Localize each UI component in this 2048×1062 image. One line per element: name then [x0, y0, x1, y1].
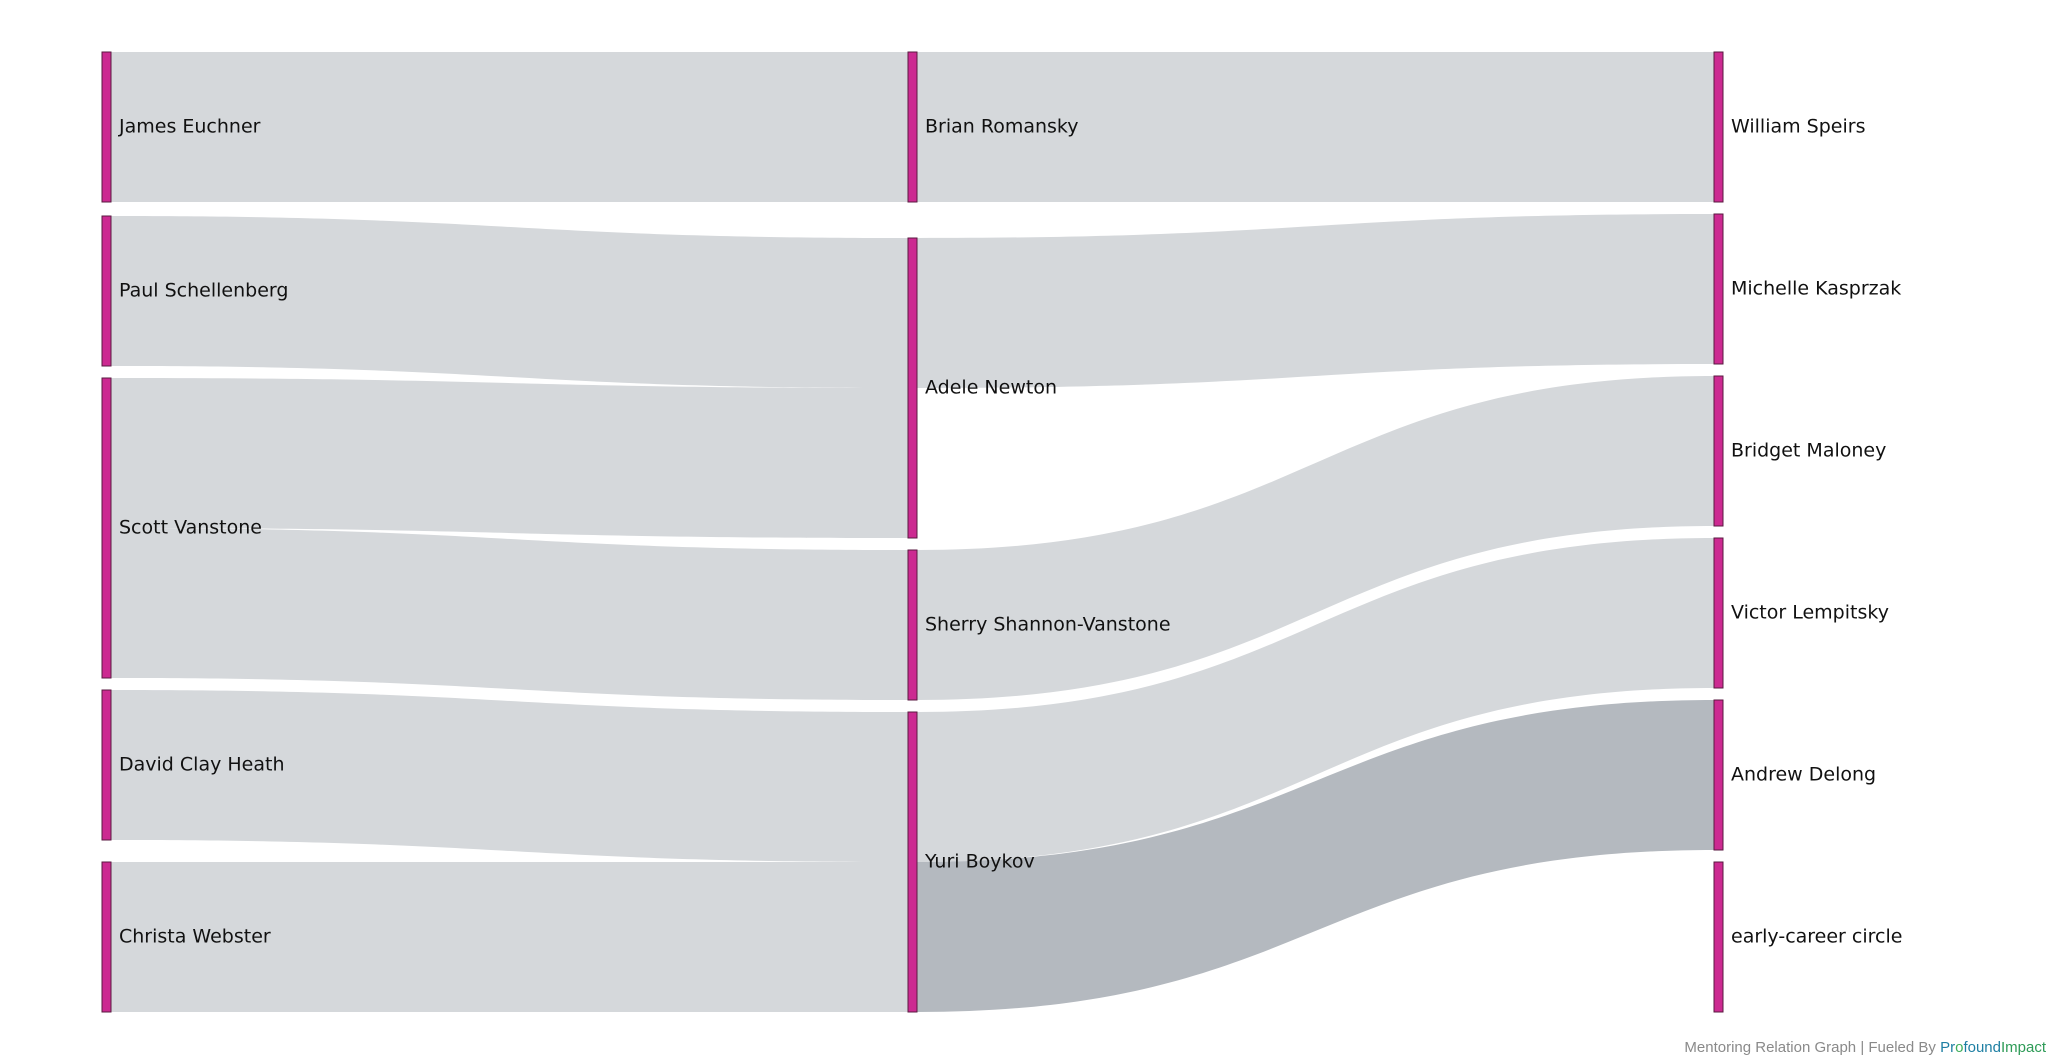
node-label-yuri-boykov: Yuri Boykov	[924, 851, 1035, 873]
link-scott-vanstone-to-sherry-shannon-vanstone[interactable]	[111, 528, 908, 700]
node-label-james-euchner: James Euchner	[118, 116, 261, 138]
node-label-sherry-shannon-vanstone: Sherry Shannon-Vanstone	[925, 614, 1171, 636]
node-label-early-career-circle: early-career circle	[1731, 926, 1902, 948]
link-david-clay-heath-to-yuri-boykov[interactable]	[111, 690, 908, 862]
node-label-christa-webster: Christa Webster	[119, 926, 271, 948]
link-sherry-shannon-vanstone-to-bridget-maloney[interactable]	[917, 376, 1714, 700]
node-label-brian-romansky: Brian Romansky	[925, 116, 1078, 138]
link-yuri-boykov-to-andrew-delong[interactable]	[917, 700, 1714, 1012]
node-scott-vanstone[interactable]	[101, 377, 112, 679]
node-label-scott-vanstone: Scott Vanstone	[119, 517, 262, 539]
brand-logo-part3[interactable]: Impact	[2000, 1039, 2046, 1056]
node-early-career-circle[interactable]	[1713, 861, 1724, 1013]
node-andrew-delong[interactable]	[1713, 699, 1724, 851]
node-label-michelle-kasprzak: Michelle Kasprzak	[1731, 278, 1901, 300]
node-label-andrew-delong: Andrew Delong	[1731, 764, 1876, 786]
node-label-paul-schellenberg: Paul Schellenberg	[119, 280, 288, 302]
node-label-william-speirs: William Speirs	[1731, 116, 1865, 138]
node-label-david-clay-heath: David Clay Heath	[119, 754, 284, 776]
link-paul-schellenberg-to-adele-newton[interactable]	[111, 216, 908, 388]
node-james-euchner[interactable]	[101, 51, 112, 203]
node-label-bridget-maloney: Bridget Maloney	[1731, 440, 1886, 462]
node-david-clay-heath[interactable]	[101, 689, 112, 841]
node-label-adele-newton: Adele Newton	[925, 377, 1057, 399]
node-label-victor-lempitsky: Victor Lempitsky	[1731, 602, 1889, 624]
links-layer	[111, 52, 1714, 1012]
link-yuri-boykov-to-victor-lempitsky[interactable]	[917, 538, 1714, 862]
brand-logo-part2[interactable]: found	[1963, 1039, 2001, 1056]
node-christa-webster[interactable]	[101, 861, 112, 1013]
link-brian-romansky-to-william-speirs[interactable]	[917, 52, 1714, 202]
link-james-euchner-to-brian-romansky[interactable]	[111, 52, 908, 202]
footer-text: Mentoring Relation Graph | Fueled By	[1684, 1039, 1941, 1056]
node-william-speirs[interactable]	[1713, 51, 1724, 203]
node-brian-romansky[interactable]	[907, 51, 918, 203]
brand-logo-part1[interactable]: Pr	[1940, 1039, 1956, 1056]
link-adele-newton-to-michelle-kasprzak[interactable]	[917, 214, 1714, 388]
node-sherry-shannon-vanstone[interactable]	[907, 549, 918, 701]
node-yuri-boykov[interactable]	[907, 711, 918, 1013]
nodes-layer	[101, 51, 1724, 1013]
link-scott-vanstone-to-adele-newton[interactable]	[111, 378, 908, 538]
node-victor-lempitsky[interactable]	[1713, 537, 1724, 689]
link-christa-webster-to-yuri-boykov[interactable]	[111, 862, 908, 1012]
node-michelle-kasprzak[interactable]	[1713, 213, 1724, 365]
node-paul-schellenberg[interactable]	[101, 215, 112, 367]
brand-logo-dot[interactable]: o	[1955, 1039, 1964, 1056]
footer-credit: Mentoring Relation Graph | Fueled By Pro…	[1684, 1039, 2046, 1056]
node-adele-newton[interactable]	[907, 237, 918, 539]
node-bridget-maloney[interactable]	[1713, 375, 1724, 527]
